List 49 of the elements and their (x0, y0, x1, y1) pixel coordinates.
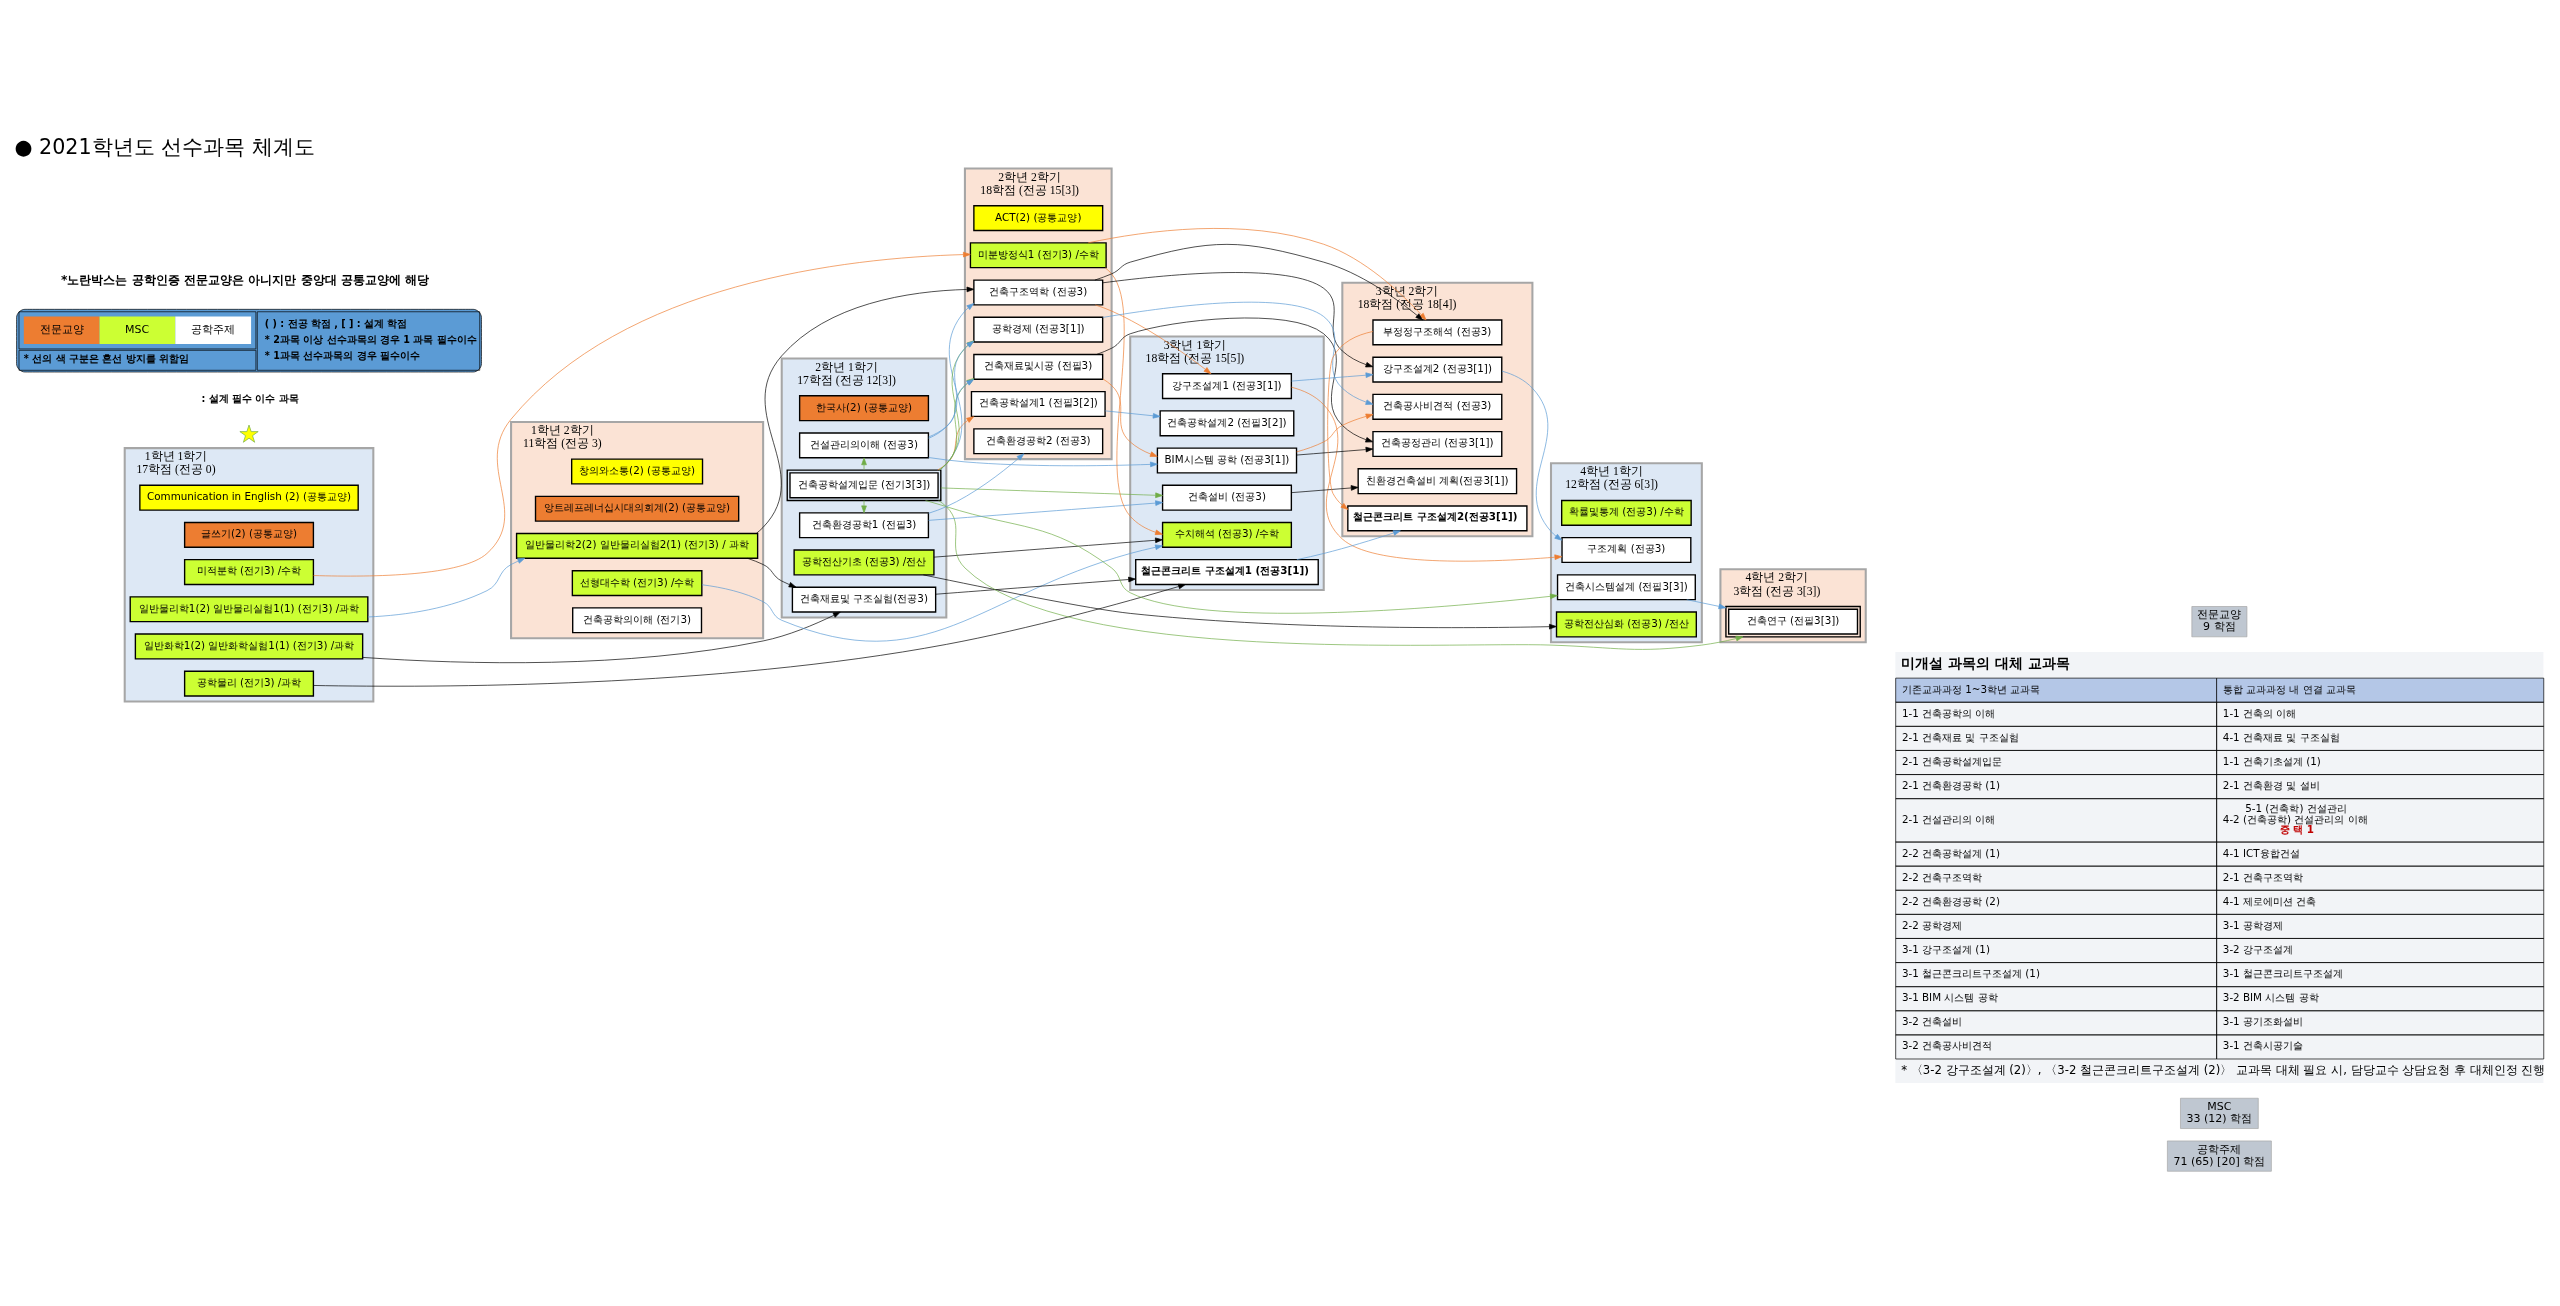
label: 1-1 건축기초설계 (1) (2222, 754, 2321, 767)
label: 2-2 건축환경공학 (2) (1901, 894, 2000, 907)
label: * 〈3-2 강구조설계 (2)〉, 〈3-2 철근콘크리트구조설계 (2)〉 교과목 대체 필요 시, 담당교수 상담요청 후 대체인정 진행 (1901, 1062, 2546, 1077)
label: 71 (65) [20] 학점 (2173, 1154, 2266, 1168)
label: ( ) : 전공 학점 , [ ] : 설계 학점 (264, 318, 408, 330)
label: 1-1 건축공학의 이해 (1901, 706, 1996, 719)
label: 3-2 BIM 시스템 공학 (2222, 991, 2319, 1004)
label: 3-2 건축공사비견적 (1901, 1039, 1993, 1052)
label: 2-1 건축재료 및 구조실험 (1901, 730, 2019, 743)
diagram-title: ● 2021학년도 선수과목 체계도 (14, 135, 315, 160)
label: 2-1 건축구조역학 (2222, 870, 2303, 883)
legend-label: 공학주제 (191, 322, 236, 336)
label: 3-1 철근콘크리트구조설계 (2222, 967, 2343, 980)
label: 2-1 건축공학설계입문 (1901, 754, 2003, 767)
label: 기존교과과정 1~3학년 교과목 (1901, 682, 2041, 695)
label: MSC (2207, 1099, 2232, 1113)
label: 5-1 (건축학) 건설관리 (2245, 802, 2347, 815)
label: 3-1 공기조화설비 (2222, 1015, 2303, 1028)
legend-label: : 설계 필수 이수 과목 (201, 392, 299, 404)
label: 통합 교과과정 내 연결 교과목 (2222, 682, 2356, 695)
label: 전문교양 (2197, 608, 2242, 622)
label: 33 (12) 학점 (2186, 1112, 2253, 1126)
legend-label: MSC (125, 322, 150, 336)
label: 4-1 건축재료 및 구조실험 (2222, 730, 2340, 743)
label: 9 학점 (2203, 620, 2236, 634)
label: 4-1 제로에미션 건축 (2222, 894, 2317, 907)
label: 3-2 강구조설계 (2222, 942, 2293, 955)
label: 2-2 건축공학설계 (1) (1901, 846, 2000, 859)
label: 3-1 강구조설계 (1) (1901, 942, 1990, 955)
label: 3-2 건축설비 (1901, 1015, 1963, 1028)
legend-label: 전문교양 (39, 322, 84, 336)
label: * 2과목 이상 선수과목의 경우 1 과목 필수이수 (264, 333, 477, 345)
label: * 1과목 선수과목의 경우 필수이수 (264, 349, 420, 361)
label: *노란박스는 공학인증 전문교양은 아니지만 중앙대 공통교양에 해당 (61, 271, 430, 287)
label: 3-1 BIM 시스템 공학 (1901, 991, 1998, 1004)
label: 3-1 철근콘크리트구조설계 (1) (1901, 967, 2040, 980)
label: 중 택 1 (2279, 823, 2315, 836)
label: * 선의 색 구분은 혼선 방지를 위함임 (23, 353, 189, 365)
label: 4-1 ICT융합건설 (2222, 846, 2300, 859)
label: 1-1 건축의 이해 (2222, 706, 2297, 719)
label: 2-2 건축구조역학 (1901, 870, 1983, 883)
label: 2-1 건축환경 및 설비 (2222, 779, 2320, 792)
label: 3-1 건축시공기술 (2222, 1039, 2303, 1052)
label: 2-1 건설관리의 이해 (1901, 812, 1996, 825)
label: 3-1 공학경제 (2222, 918, 2283, 931)
label: 공학주제 (2197, 1142, 2242, 1156)
label: 미개설 과목의 대체 교과목 (1901, 654, 2070, 671)
label: 2-1 건축환경공학 (1) (1901, 779, 2000, 792)
label: 2-2 공학경제 (1901, 918, 1963, 931)
